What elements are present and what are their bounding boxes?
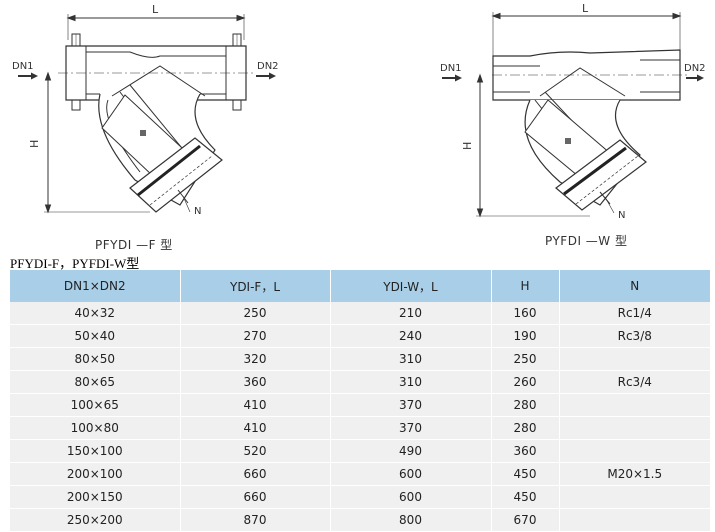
dimension-label-h: H bbox=[28, 140, 41, 148]
dn-cell: 80×65 bbox=[10, 370, 181, 394]
dn-cell: 250×200 bbox=[10, 508, 181, 532]
drawing-caption-right: PYFDI —W 型 bbox=[545, 234, 628, 248]
plug-cell bbox=[559, 439, 710, 463]
ydi-w-length-cell: 210 bbox=[330, 302, 492, 325]
height-cell: 280 bbox=[491, 393, 560, 417]
ydi-f-length-cell: 410 bbox=[180, 393, 331, 417]
height-cell: 160 bbox=[491, 302, 560, 325]
column-header-dn: DN1×DN2 bbox=[10, 270, 181, 302]
inlet-label: DN1 bbox=[440, 63, 462, 74]
plug-cell bbox=[559, 393, 710, 417]
ydi-w-length-cell: 370 bbox=[330, 416, 492, 440]
dimension-label-l: L bbox=[152, 3, 159, 16]
dn-cell: 40×32 bbox=[10, 302, 181, 325]
ydi-w-length-cell: 310 bbox=[330, 370, 492, 394]
ydi-f-length-cell: 660 bbox=[180, 485, 331, 509]
plug-cell: Rc3/8 bbox=[559, 324, 710, 348]
ydi-f-length-cell: 660 bbox=[180, 462, 331, 486]
dn-cell: 80×50 bbox=[10, 347, 181, 371]
ydi-f-length-cell: 870 bbox=[180, 508, 331, 532]
plug-cell: M20×1.5 bbox=[559, 462, 710, 486]
height-cell: 250 bbox=[491, 347, 560, 371]
plug-cell: Rc1/4 bbox=[559, 302, 710, 325]
dn-cell: 100×80 bbox=[10, 416, 181, 440]
ydi-w-length-cell: 310 bbox=[330, 347, 492, 371]
ydi-w-length-cell: 800 bbox=[330, 508, 492, 532]
column-header-plug: N bbox=[559, 270, 710, 302]
table-header-row: DN1×DN2 YDI-F，L YDI-W，L H N bbox=[10, 270, 710, 302]
ydi-w-length-cell: 600 bbox=[330, 485, 492, 509]
height-cell: 450 bbox=[491, 462, 560, 486]
outlet-label: DN2 bbox=[257, 61, 279, 72]
plug-cell bbox=[559, 416, 710, 440]
flanged-strainer-drawing: L H DN1 DN2 N bbox=[12, 3, 279, 217]
plug-cell: Rc3/4 bbox=[559, 370, 710, 394]
dn-cell: 150×100 bbox=[10, 439, 181, 463]
ydi-w-length-cell: 240 bbox=[330, 324, 492, 348]
ydi-f-length-cell: 520 bbox=[180, 439, 331, 463]
plug-label: N bbox=[194, 206, 201, 217]
column-header-height: H bbox=[491, 270, 560, 302]
plug-cell bbox=[559, 485, 710, 509]
plug-cell bbox=[559, 508, 710, 532]
drawing-caption-left: PFYDI —F 型 bbox=[95, 238, 173, 252]
ydi-w-length-cell: 370 bbox=[330, 393, 492, 417]
ydi-f-length-cell: 250 bbox=[180, 302, 331, 325]
height-cell: 190 bbox=[491, 324, 560, 348]
ydi-f-length-cell: 410 bbox=[180, 416, 331, 440]
series-title: PFYDI-F，PYFDI-W型 bbox=[10, 256, 140, 271]
dn-cell: 50×40 bbox=[10, 324, 181, 348]
dn-cell: 200×150 bbox=[10, 485, 181, 509]
height-cell: 360 bbox=[491, 439, 560, 463]
ydi-f-length-cell: 360 bbox=[180, 370, 331, 394]
plug-cell bbox=[559, 347, 710, 371]
ydi-f-length-cell: 270 bbox=[180, 324, 331, 348]
technical-drawings: L H DN1 DN2 N PFYDI —F 型 bbox=[0, 0, 715, 255]
height-cell: 450 bbox=[491, 485, 560, 509]
dimension-label-l: L bbox=[582, 2, 589, 15]
column-header-ydi-w-length: YDI-W，L bbox=[330, 270, 492, 302]
height-cell: 670 bbox=[491, 508, 560, 532]
ydi-f-length-cell: 320 bbox=[180, 347, 331, 371]
column-header-ydi-f-length: YDI-F，L bbox=[180, 270, 331, 302]
inlet-label: DN1 bbox=[12, 61, 34, 72]
dimension-label-h: H bbox=[461, 142, 474, 150]
plug-label: N bbox=[618, 210, 625, 221]
dn-cell: 100×65 bbox=[10, 393, 181, 417]
outlet-label: DN2 bbox=[684, 63, 706, 74]
height-cell: 280 bbox=[491, 416, 560, 440]
dn-cell: 200×100 bbox=[10, 462, 181, 486]
ydi-w-length-cell: 600 bbox=[330, 462, 492, 486]
ydi-w-length-cell: 490 bbox=[330, 439, 492, 463]
height-cell: 260 bbox=[491, 370, 560, 394]
